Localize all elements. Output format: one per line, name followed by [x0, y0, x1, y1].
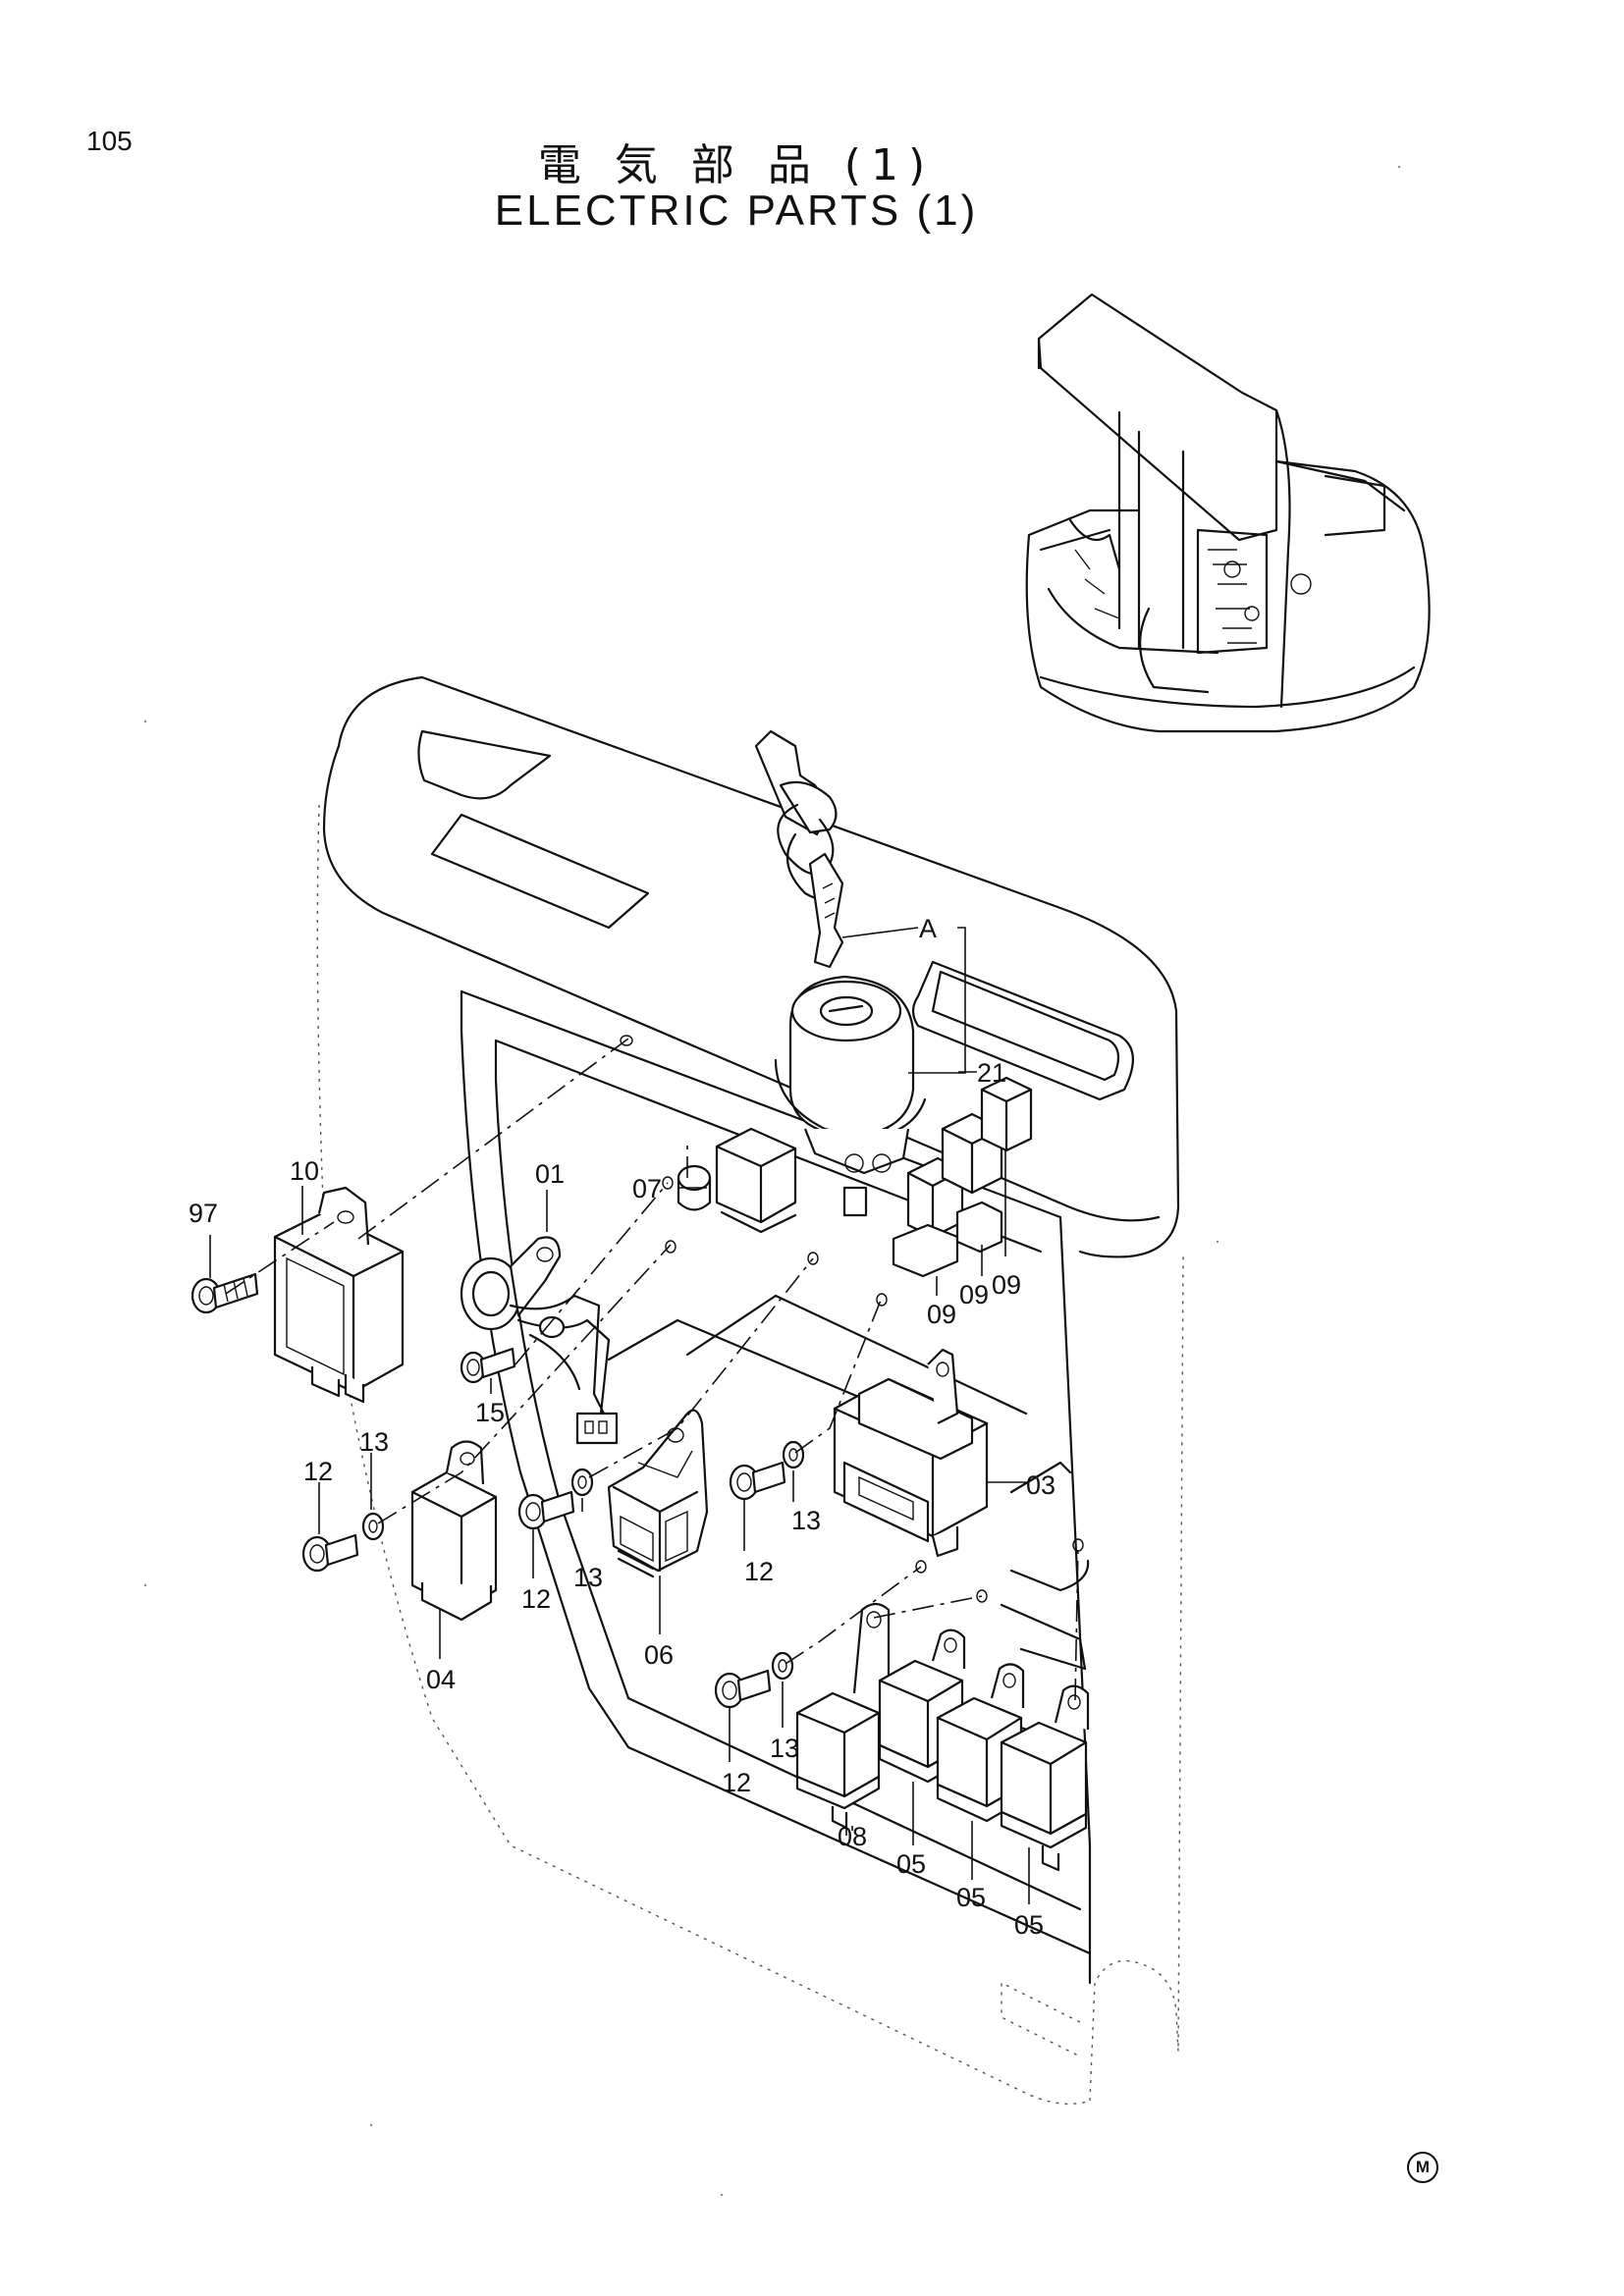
screw-15 — [460, 1347, 516, 1384]
m-mark-icon: M — [1407, 2152, 1438, 2183]
callout-12-b: 12 — [521, 1584, 551, 1614]
callout-09-c: 09 — [992, 1270, 1021, 1300]
washer-screw-mid-right — [729, 1440, 805, 1501]
callout-a: A — [919, 914, 937, 943]
connector-block-06 — [607, 1409, 709, 1578]
controller-box-10 — [273, 1186, 405, 1404]
callout-13-c: 13 — [791, 1506, 821, 1535]
callout-08: 08 — [838, 1822, 867, 1851]
callout-12-d: 12 — [722, 1768, 751, 1797]
callout-06: 06 — [644, 1640, 674, 1670]
page-number: 105 — [86, 126, 133, 156]
diodes-09 — [842, 1076, 1033, 1278]
buzzer-01 — [460, 1236, 619, 1445]
washer-screw-mid-left — [517, 1468, 594, 1530]
callout-12-a: 12 — [303, 1457, 333, 1486]
callout-10: 10 — [290, 1156, 319, 1186]
relay-07 — [677, 1127, 797, 1234]
page-title-english: ELECTRIC PARTS (1) — [494, 187, 979, 235]
callout-21: 21 — [977, 1058, 1006, 1088]
key-switch — [754, 729, 927, 1175]
callout-15: 15 — [475, 1398, 505, 1427]
callout-97: 97 — [189, 1199, 218, 1228]
callout-05-c: 05 — [1014, 1910, 1044, 1940]
relay-04 — [410, 1440, 498, 1622]
relay-03 — [833, 1348, 989, 1558]
relay-05-c — [1000, 1684, 1090, 1872]
callout-05-a: 05 — [896, 1849, 926, 1879]
relay-05-b — [936, 1663, 1025, 1823]
assembly-lines — [225, 1038, 1079, 1701]
callout-04: 04 — [426, 1665, 456, 1694]
callout-13-b: 13 — [573, 1563, 603, 1592]
cab-overview-inset — [1025, 293, 1431, 733]
callout-07: 07 — [632, 1174, 662, 1203]
relay-08 — [795, 1602, 891, 1830]
callout-09-b: 09 — [959, 1280, 989, 1309]
washer-screw-bottom — [714, 1651, 794, 1709]
callout-09-a: 09 — [927, 1300, 956, 1329]
relay-row-08-05 — [795, 1602, 1090, 1872]
callout-labels: A 21 10 97 01 07 09 09 09 15 03 13 12 13… — [189, 914, 1056, 1940]
leader-lines — [209, 927, 1030, 1904]
bolt-97 — [190, 1272, 259, 1314]
callout-03: 03 — [1026, 1470, 1056, 1500]
page-title-japanese: 電 気 部 品 (1) — [537, 140, 936, 190]
callout-13-d: 13 — [770, 1734, 799, 1763]
console-housing — [316, 675, 1184, 2106]
callout-05-b: 05 — [956, 1883, 986, 1912]
callout-12-c: 12 — [744, 1557, 774, 1586]
washer-screw-left — [301, 1512, 385, 1573]
callout-01: 01 — [535, 1159, 565, 1189]
callout-13-a: 13 — [359, 1427, 389, 1457]
